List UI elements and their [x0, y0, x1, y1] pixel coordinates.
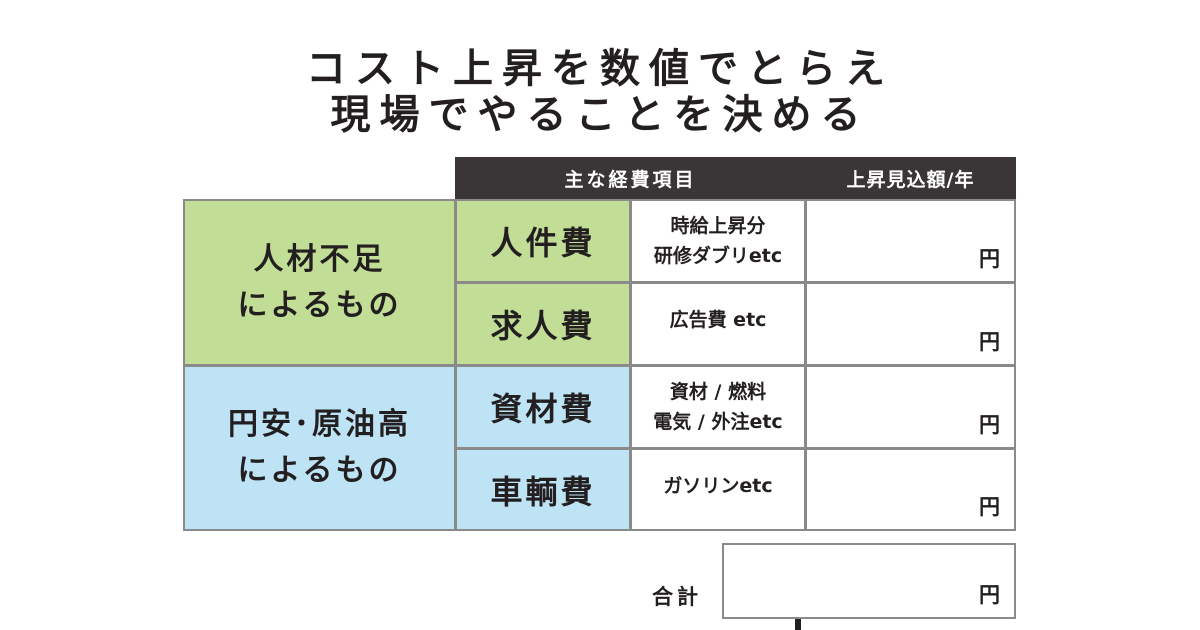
expense-recruiting-cost: 求人費: [455, 282, 631, 366]
detail-materials-cost: 資材 / 燃料 電気 / 外注etc: [630, 365, 806, 449]
yen-unit: 円: [979, 413, 1000, 437]
page-title-line-1: コスト上昇を数値でとらえ: [306, 46, 894, 92]
yen-unit: 円: [979, 247, 1000, 271]
header-main-expense-items: 主な経費項目: [455, 157, 806, 199]
total-amount-input[interactable]: 円: [722, 543, 1016, 619]
detail-line-2: 電気 / 外注etc: [653, 411, 783, 433]
amount-input-materials-cost[interactable]: 円: [805, 365, 1016, 449]
category-yen-line-2: によるもの: [237, 453, 402, 488]
yen-unit: 円: [979, 583, 1000, 607]
category-labor-shortage: 人材不足 によるもの: [183, 199, 456, 366]
amount-input-labor-cost[interactable]: 円: [805, 199, 1016, 283]
detail-line-1: 資材 / 燃料: [669, 381, 767, 403]
detail-vehicle-cost: ガソリンetc: [630, 448, 806, 531]
category-labor-line-1: 人材不足: [253, 241, 386, 277]
detail-labor-cost: 時給上昇分 研修ダブリetc: [630, 199, 806, 283]
detail-line-1: 時給上昇分: [670, 215, 766, 237]
detail-line-1: ガソリンetc: [663, 474, 773, 497]
decorative-stem: [795, 619, 801, 630]
category-labor-line-2: によるもの: [237, 287, 402, 323]
header-expected-increase-per-year: 上昇見込額/年: [805, 157, 1016, 199]
detail-recruiting-cost: 広告費 etc: [630, 282, 806, 366]
expense-vehicle-cost: 車輌費: [455, 448, 631, 531]
category-weak-yen-oil: 円安･原油高 によるもの: [183, 365, 456, 531]
amount-input-recruiting-cost[interactable]: 円: [805, 282, 1016, 366]
yen-unit: 円: [979, 495, 1000, 519]
amount-input-vehicle-cost[interactable]: 円: [805, 448, 1016, 531]
category-yen-line-1: 円安･原油高: [228, 407, 411, 442]
expense-labor-cost: 人件費: [455, 199, 631, 283]
total-label: 合計: [652, 585, 702, 609]
page-title-line-2: 現場でやることを決める: [330, 92, 870, 138]
detail-line-1: 広告費 etc: [669, 309, 767, 331]
detail-line-2: 研修ダブリetc: [653, 245, 783, 267]
yen-unit: 円: [979, 330, 1000, 354]
expense-materials-cost: 資材費: [455, 365, 631, 449]
